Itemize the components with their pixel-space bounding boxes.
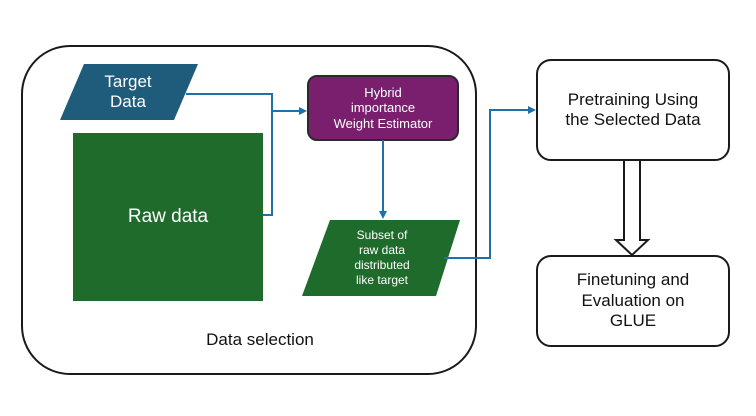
hybrid-estimator-label: Hybrid importance Weight Estimator [333,84,433,131]
subset-shape [302,220,460,296]
finetuning-shape [536,255,730,347]
block-arrow-pretraining-to-finetuning [613,159,651,257]
raw-data-label: Raw data [127,205,209,227]
finetuning-label: Finetuning and Evaluation on GLUE [576,270,690,331]
raw-data-shape [73,133,263,301]
pretraining-label: Pretraining Using the Selected Data [565,89,701,129]
connector-raw-to-estimator [263,111,273,216]
target-data-label: Target Data [104,71,152,111]
connector-target-to-estimator [186,93,307,115]
subset-label: Subset of raw data distributed like targ… [354,228,410,287]
connector-subset-to-pretraining [444,106,536,259]
target-data-shape [60,64,198,120]
data-selection-label: Data selection [206,329,314,349]
